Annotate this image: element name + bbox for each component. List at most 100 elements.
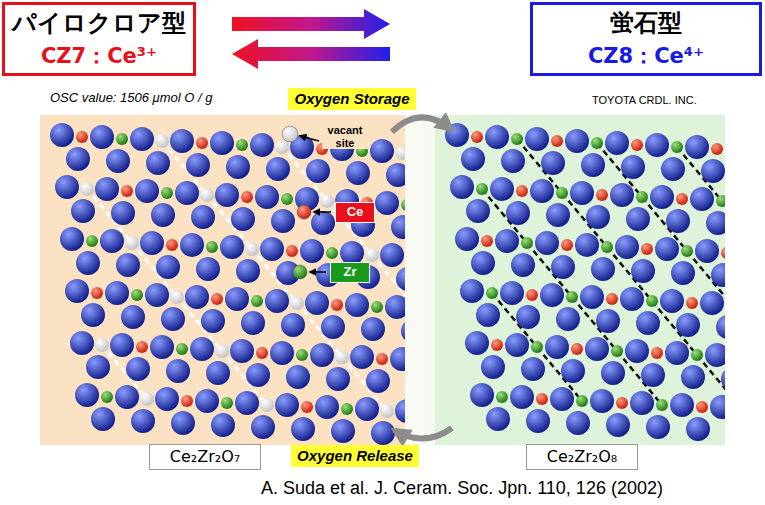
oxygen-atom	[111, 201, 135, 225]
oxygen-atom	[471, 251, 495, 275]
oxygen-atom	[561, 359, 585, 383]
node-heading: パイロクロア型	[12, 10, 186, 38]
oxygen-atom	[126, 357, 150, 381]
oxygen-atom	[185, 285, 209, 309]
oxygen-atom	[621, 155, 645, 179]
oxygen-atom	[585, 337, 609, 361]
cation-atom	[256, 347, 268, 359]
pointed-atom	[293, 265, 307, 279]
oxygen-atom	[140, 231, 164, 255]
oxygen-atom	[266, 157, 290, 181]
oxygen-atom	[201, 309, 225, 333]
cation-atom	[691, 349, 703, 361]
cation-atom	[716, 195, 725, 207]
oxygen-atom	[231, 207, 255, 231]
oxygen-atom	[676, 313, 700, 337]
cation-atom	[80, 182, 94, 196]
cation-atom	[341, 403, 353, 415]
oxygen-atom	[271, 209, 295, 233]
oxygen-atom	[546, 203, 570, 227]
oxygen-atom	[326, 367, 350, 391]
oxygen-atom	[580, 285, 604, 309]
oxygen-atom	[660, 289, 684, 313]
oxygen-atom	[220, 235, 244, 259]
oxygen-atom	[105, 281, 129, 305]
cation-atom	[591, 137, 603, 149]
cation-atom	[301, 401, 313, 413]
oxygen-atom	[396, 267, 405, 291]
oxygen-atom	[666, 209, 690, 233]
cation-atom	[611, 345, 623, 357]
cation-atom	[526, 289, 538, 301]
oxygen-atom	[230, 339, 254, 363]
oxygen-atom	[251, 415, 275, 439]
oxygen-atom	[275, 393, 299, 417]
phase-box: 蛍石型CZ8：Ce⁴⁺	[530, 2, 762, 76]
oxygen-atom	[66, 147, 90, 171]
panel-ground	[40, 115, 725, 445]
oxygen-atom	[706, 211, 725, 235]
cation-atom	[486, 287, 498, 299]
oxygen-atom	[450, 175, 474, 199]
cation-atom	[681, 245, 693, 257]
oxygen-atom	[486, 407, 510, 431]
oxygen-atom	[155, 387, 179, 411]
oxygen-atom	[286, 365, 310, 389]
oxygen-atom	[485, 125, 509, 149]
cation-atom	[200, 188, 214, 202]
oxygen-atom	[591, 257, 615, 281]
oxygen-atom	[90, 125, 114, 149]
oxygen-atom	[671, 261, 695, 285]
oxygen-atom	[526, 409, 550, 433]
formula-box: Ce₂Zr₂O₈	[526, 444, 638, 470]
cation-atom	[596, 189, 608, 201]
oxygen-atom	[55, 175, 79, 199]
oxygen-atom	[625, 339, 649, 363]
oxygen-atom	[375, 191, 399, 215]
oxygen-atom	[721, 367, 725, 391]
oxygen-atom	[685, 135, 709, 159]
cation-atom	[516, 185, 528, 197]
transition-arrow	[232, 9, 390, 39]
oxygen-atom	[540, 283, 564, 307]
oxygen-atom	[270, 341, 294, 365]
oxygen-atom	[615, 235, 639, 259]
oxygen-atom	[211, 413, 235, 437]
oxygen-atom	[246, 363, 270, 387]
oxygen-atom	[570, 181, 594, 205]
cation-atom	[471, 131, 483, 143]
oxygen-atom	[630, 391, 654, 415]
cation-atom	[616, 397, 628, 409]
cation-atom	[511, 133, 523, 145]
oxygen-atom	[665, 341, 689, 365]
oxygen-atom	[670, 393, 694, 417]
oxygen-atom	[465, 331, 489, 355]
oxygen-atom	[641, 363, 665, 387]
cation-atom	[76, 131, 88, 143]
oxygen-atom	[505, 333, 529, 357]
oxygen-atom	[550, 387, 574, 411]
oxygen-atom	[225, 287, 249, 311]
oxygen-atom	[470, 383, 494, 407]
oxygen-atom	[636, 311, 660, 335]
cation-atom	[551, 135, 563, 147]
node-heading: Oxygen Storage	[294, 90, 409, 107]
oxygen-atom	[516, 305, 540, 329]
cation-atom	[561, 239, 573, 251]
oxygen-atom	[466, 199, 490, 223]
oxygen-atom	[115, 385, 139, 409]
oxygen-atom	[70, 331, 94, 355]
cation-atom	[656, 399, 668, 411]
cation-atom	[651, 347, 663, 359]
oxygen-atom	[210, 131, 234, 155]
oxygen-atom	[75, 383, 99, 407]
cation-atom	[320, 194, 334, 208]
oxygen-atom	[631, 259, 655, 283]
oxygen-atom	[390, 347, 405, 371]
cation-atom	[95, 338, 109, 352]
oxygen-atom	[145, 283, 169, 307]
oxygen-atom	[650, 185, 674, 209]
oxygen-atom	[645, 133, 669, 157]
cation-atom	[241, 191, 253, 203]
